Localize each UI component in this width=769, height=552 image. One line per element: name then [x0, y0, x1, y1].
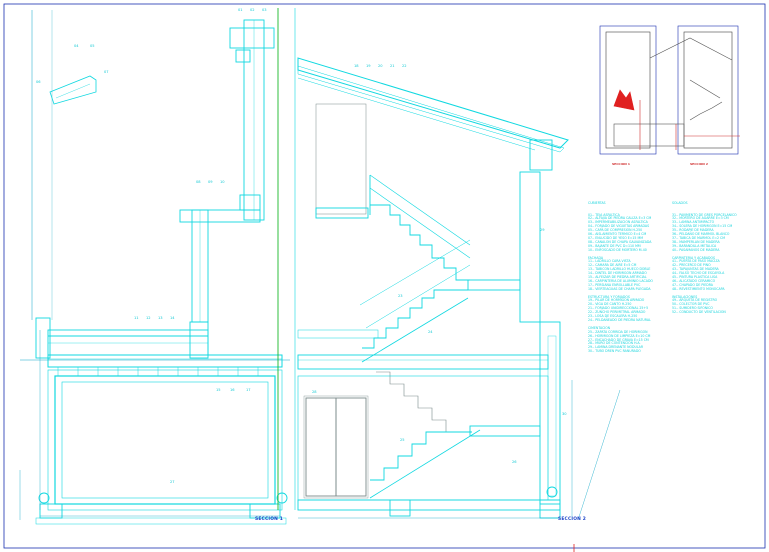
callout: 19 [366, 64, 371, 68]
callout: 11 [134, 316, 139, 320]
callout: 08 [196, 180, 201, 184]
callout: 13 [158, 316, 163, 320]
legend-column-2: SOLADOS 31.- PAVIMENTO DE GRES PORCELANI… [672, 194, 737, 319]
callout: 17 [246, 388, 251, 392]
callout: 22 [402, 64, 407, 68]
callout: 04 [74, 44, 79, 48]
callout: 12 [146, 316, 151, 320]
key-plan [599, 25, 740, 155]
callout: 05 [90, 44, 95, 48]
callout: 07 [104, 70, 109, 74]
right-section [297, 57, 621, 521]
callout: 16 [230, 388, 235, 392]
callout: 18 [354, 64, 359, 68]
callout: 27 [170, 480, 175, 484]
legend-title-1: CUBIERTAS [588, 200, 606, 205]
section-1-title: SECCION 1 [255, 517, 284, 522]
sheet-frame [3, 3, 766, 549]
callout: 01 [238, 8, 243, 12]
callout: 03 [262, 8, 267, 12]
legend-column-1: CUBIERTAS 01.- TEJA ASFALTICA 02.- ALFAJ… [588, 194, 653, 358]
callout: 29 [540, 228, 545, 232]
callout: 10 [220, 180, 225, 184]
callout: 06 [36, 80, 41, 84]
callout: 28 [312, 390, 317, 394]
callout: 15 [216, 388, 221, 392]
callout: 26 [512, 460, 517, 464]
callout: 23 [398, 294, 403, 298]
left-section [19, 10, 290, 525]
callout: 24 [428, 330, 433, 334]
key-plan-label-2: SECCION 2 [690, 162, 708, 166]
callout: 25 [400, 438, 405, 442]
callout: 21 [390, 64, 395, 68]
section-2-title: SECCION 2 [558, 517, 587, 522]
legend-body-2: 31.- PAVIMENTO DE GRES PORCELANICO 32.- … [672, 212, 737, 315]
callout: 09 [208, 180, 213, 184]
legend-title-2: SOLADOS [672, 200, 688, 205]
legend-body-1: 01.- TEJA ASFALTICA 02.- ALFAJIA DE PIED… [588, 212, 653, 354]
key-plan-label-1: SECCION 1 [612, 162, 630, 166]
callout: 02 [250, 8, 255, 12]
callout: 14 [170, 316, 175, 320]
callout: 30 [562, 412, 567, 416]
callout: 20 [378, 64, 383, 68]
